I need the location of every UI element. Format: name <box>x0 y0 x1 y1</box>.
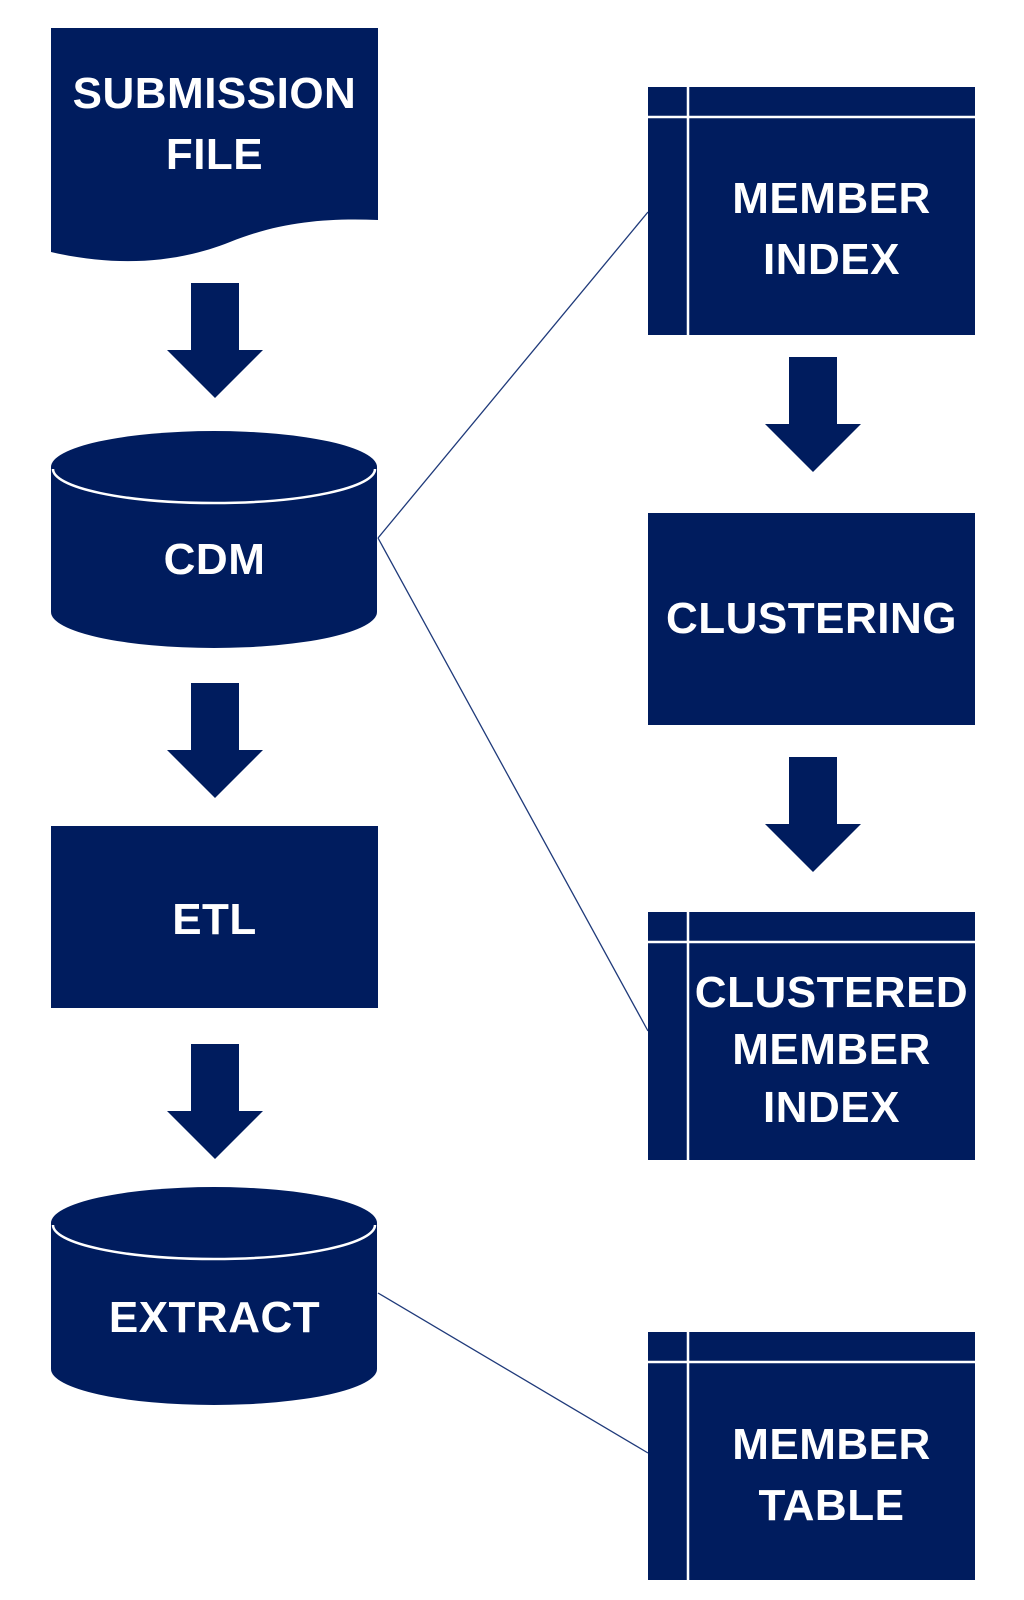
submission-file-label-line-1: SUBMISSION <box>72 69 357 119</box>
member-index-shape <box>648 87 975 335</box>
extract-shape <box>51 1187 377 1405</box>
clustered-member-index-shape <box>648 912 975 1160</box>
clustering-shape <box>648 513 975 725</box>
arrow-member-index-to-clustering <box>765 357 861 472</box>
member-table-shape <box>648 1332 975 1580</box>
clustered-member-index-label-line-2: MEMBER <box>732 1025 931 1075</box>
member-index-label: MEMBER INDEX <box>688 160 975 300</box>
cdm-label: CDM <box>51 525 378 595</box>
connectors <box>377 211 649 1454</box>
extract-label-line-1: EXTRACT <box>108 1292 321 1342</box>
member-table-label-line-2: TABLE <box>758 1481 905 1530</box>
submission-file-label: SUBMISSION FILE <box>51 55 378 195</box>
etl-label-line-1: ETL <box>172 894 257 944</box>
clustered-member-index-label-line-3: INDEX <box>763 1082 900 1132</box>
member-index-label-line-1: MEMBER <box>732 174 931 224</box>
etl-shape <box>51 826 378 1008</box>
clustering-label-line-1: CLUSTERING <box>666 593 957 643</box>
clustering-label: CLUSTERING <box>648 584 975 654</box>
clustered-member-index-label: CLUSTERED MEMBER INDEX <box>688 960 975 1140</box>
cdm-label-line-1: CDM <box>163 534 266 584</box>
connector-cdm-to-member-index <box>377 211 649 539</box>
member-table-label-line-1: MEMBER <box>732 1420 931 1470</box>
etl-label: ETL <box>51 885 378 955</box>
connector-extract-to-member-table <box>377 1292 649 1454</box>
arrow-cdm-to-etl <box>167 683 263 798</box>
cdm-shape <box>51 431 377 648</box>
submission-file-label-line-2: FILE <box>165 130 264 179</box>
clustered-member-index-label-line-1: CLUSTERED <box>694 968 969 1018</box>
extract-label: EXTRACT <box>51 1283 378 1353</box>
arrow-submission-file-to-cdm <box>167 283 263 398</box>
arrow-etl-to-extract <box>167 1044 263 1159</box>
submission-file-shape <box>51 28 378 262</box>
arrow-clustering-to-clustered-member-index <box>765 757 861 872</box>
member-index-label-line-2: INDEX <box>763 235 900 284</box>
member-table-label: MEMBER TABLE <box>688 1406 975 1546</box>
connector-cdm-to-clustered-member-index <box>377 537 649 1032</box>
